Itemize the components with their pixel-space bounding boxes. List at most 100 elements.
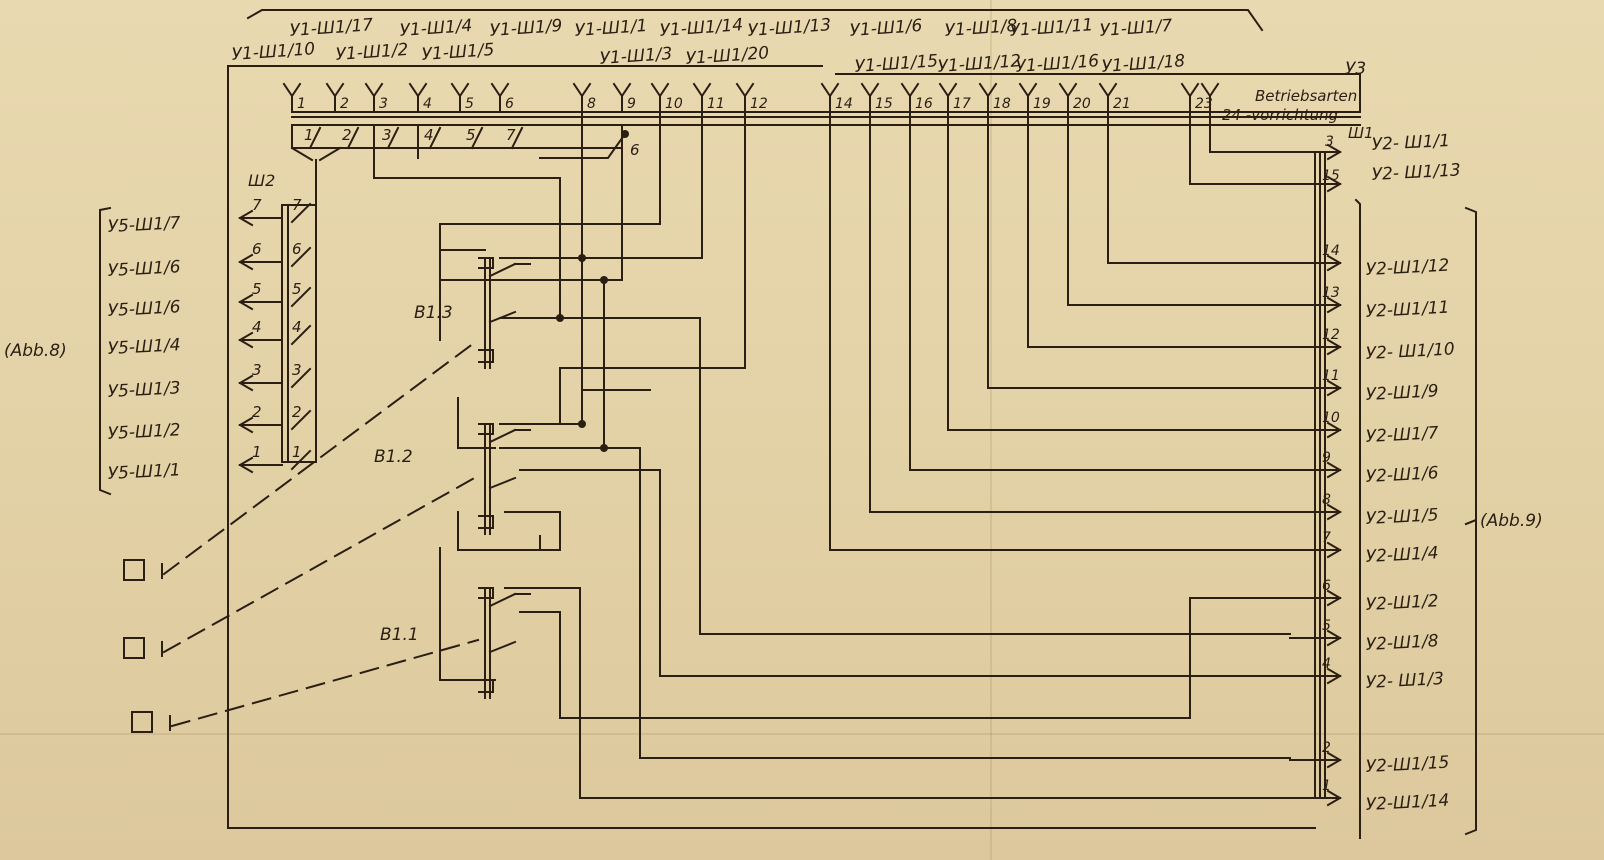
connector-pin	[364, 82, 384, 98]
top-cable-label: У1-Ш1/13	[747, 15, 832, 41]
push-button-icon	[123, 559, 145, 581]
wire	[829, 111, 1291, 551]
arrow-head	[238, 293, 254, 311]
right-label: У2-Ш1/14	[1365, 791, 1450, 815]
connector-pin	[1200, 82, 1220, 98]
arrow-head	[238, 456, 254, 474]
right-label: У2- Ш1/10	[1365, 339, 1455, 364]
arrow-head	[1326, 751, 1342, 769]
inner-slant	[346, 126, 360, 150]
block-label: У3	[1345, 59, 1366, 79]
arrow-head	[1326, 254, 1342, 272]
w2-slant	[290, 324, 312, 346]
w2-pin-number: 7	[292, 196, 302, 214]
right-pin-number: 8	[1322, 492, 1331, 508]
left-label: У5-Ш1/6	[107, 257, 181, 281]
arrow-head	[238, 253, 254, 271]
left-brace	[99, 206, 112, 496]
wire	[581, 111, 651, 391]
w2-pin-number: 2	[292, 403, 302, 421]
right-bracket	[1354, 198, 1361, 839]
right-pin-number: 1	[1322, 778, 1331, 794]
right-pin-number: 9	[1322, 450, 1331, 466]
connector-pin	[1180, 82, 1200, 98]
w2-pin-number: 2	[252, 403, 262, 421]
pin-number: 2	[340, 96, 349, 112]
top-cable-label: У1-Ш1/11	[1009, 15, 1094, 41]
w2-pin-number: 3	[252, 361, 262, 379]
switch-contact	[488, 262, 517, 278]
pin-number: 21	[1113, 96, 1131, 112]
wire	[457, 397, 496, 449]
switch-symbol	[478, 349, 494, 363]
right-label: У2-Ш1/11	[1365, 298, 1450, 322]
wire	[1027, 111, 1291, 348]
left-label: У5-Ш1/3	[107, 378, 181, 402]
connector-pin	[612, 82, 632, 98]
pin-number: 4	[423, 96, 432, 112]
wire	[439, 223, 521, 281]
wire	[519, 111, 661, 225]
right-label: У2-Ш1/8	[1365, 631, 1439, 655]
right-pin-number: 4	[1322, 656, 1331, 672]
left-label: У5-Ш1/7	[107, 213, 181, 237]
pin-number: 15	[875, 96, 893, 112]
inner-number: 5	[466, 126, 476, 144]
arrow-head	[1326, 541, 1342, 559]
w2-slant	[290, 367, 312, 389]
pin-number: 18	[993, 96, 1011, 112]
abb9-label: (Abb.9)	[1480, 511, 1543, 531]
right-label: У2-Ш1/15	[1365, 753, 1450, 777]
pin-number: 16	[915, 96, 933, 112]
junction-dot	[578, 254, 586, 262]
w2-pin-number: 7	[252, 196, 262, 214]
connector-pin	[1098, 82, 1118, 98]
wire	[519, 469, 1291, 677]
arrow-head	[238, 374, 254, 392]
inner-number: 1	[304, 126, 314, 144]
connector-pin	[820, 82, 840, 98]
right-pin-number: 11	[1322, 368, 1340, 384]
pin-number: 6	[505, 96, 514, 112]
top-cable-label: У1-Ш1/14	[659, 15, 744, 41]
mechanical-linkage	[162, 338, 480, 576]
connector-w1-label: Ш1	[1348, 124, 1374, 142]
right-pin-number: 2	[1322, 740, 1331, 756]
pin-number: 8	[587, 96, 596, 112]
right-label: У2-Ш1/5	[1365, 505, 1439, 529]
wire	[499, 317, 1291, 635]
right-pin-number: 15	[1322, 168, 1340, 184]
pin-number: 23	[1195, 96, 1213, 112]
arrow-head	[1326, 503, 1342, 521]
w2-slant	[290, 449, 312, 471]
arrow-head	[1326, 296, 1342, 314]
wire	[1067, 111, 1291, 306]
switch-contact	[488, 592, 517, 608]
wire	[519, 597, 1291, 719]
wire	[457, 511, 561, 551]
w2-slant	[290, 286, 312, 308]
inner-slant	[470, 126, 484, 150]
wire	[499, 111, 703, 259]
connector-pin	[1018, 82, 1038, 98]
connector-pin	[450, 82, 470, 98]
top-cable-label: У1-Ш1/10	[231, 39, 316, 65]
arrow-head	[1326, 379, 1342, 397]
inner-number: 2	[342, 126, 352, 144]
right-pin-number: 10	[1322, 410, 1340, 426]
right-label: У2-Ш1/12	[1365, 256, 1450, 280]
wire	[439, 547, 496, 681]
right-pin-number: 12	[1322, 327, 1340, 343]
switch-symbol	[478, 515, 494, 529]
w2-pin-number: 1	[252, 443, 262, 461]
arrow-head	[1326, 143, 1342, 161]
arrow-head	[1326, 175, 1342, 193]
left-label: У5-Ш1/6	[107, 297, 181, 321]
inner-slant	[308, 126, 322, 150]
right-label: У2-Ш1/7	[1365, 423, 1439, 447]
pin-number: 10	[665, 96, 683, 112]
switch-contact	[488, 428, 517, 444]
switch-symbol	[478, 257, 494, 269]
connector-pin	[490, 82, 510, 98]
pin-number: 5	[465, 96, 474, 112]
